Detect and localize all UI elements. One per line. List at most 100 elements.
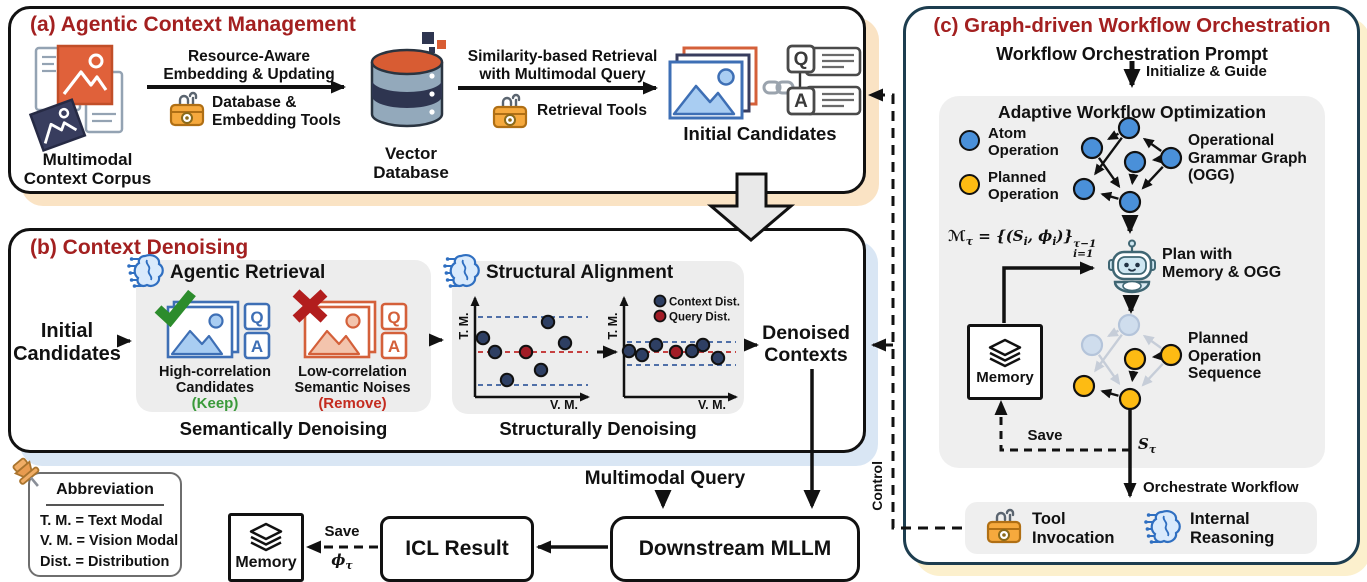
atom-label-line2: Operation (988, 141, 1059, 159)
corpus-label: Multimodal Context Corpus (5, 150, 170, 188)
multimodal-query-label: Multimodal Query (584, 468, 746, 489)
panel-a-title: (a) Agentic Context Management (30, 13, 356, 36)
orchestrate-workflow-label: Orchestrate Workflow (1143, 479, 1299, 496)
legend-query-dot (653, 309, 667, 323)
formula-sup: τ−1 (1073, 237, 1097, 250)
atom-operation-label: Atom Operation (988, 125, 1059, 160)
db-label-line1: Vector (385, 144, 437, 163)
abbreviation-items: T. M. = Text Modal V. M. = Vision Modal … (40, 511, 178, 572)
remove-tag: (Remove) (318, 395, 387, 412)
bottom-save-label: Save (324, 523, 360, 540)
internal-reasoning-label: Internal Reasoning (1190, 510, 1274, 547)
remove-label: Low-correlation Semantic Noises (280, 364, 425, 397)
bottom-memory-box: Memory (228, 513, 304, 582)
ogg-label-line2: Grammar Graph (1188, 149, 1307, 167)
formula-m: ℳ (948, 227, 966, 245)
b-output-line1: Denoised (762, 322, 850, 344)
ogg-label-line1: Operational (1188, 132, 1275, 149)
planned-operation-graph (1072, 313, 1183, 411)
initialize-guide-label: Initialize & Guide (1146, 63, 1267, 80)
agentic-retrieval-heading: Agentic Retrieval (170, 262, 326, 283)
formula-close: )} (1056, 227, 1074, 245)
b-input-line2: Candidates (13, 342, 121, 365)
b-input-label: Initial Candidates (8, 320, 126, 365)
b-output-line2: Contexts (764, 344, 848, 367)
seq-label-line2: Operation (1188, 347, 1262, 365)
agentic-retrieval-brain-icon (127, 254, 164, 288)
keep-photo-icon (166, 300, 240, 359)
s-tau-label: Sτ (1138, 436, 1156, 456)
phi-sub: τ (345, 559, 353, 572)
remove-qa-icon: Q A (380, 302, 408, 360)
embedding-arrow-label-line2: Embedding & Updating (163, 65, 335, 83)
embedding-arrow-label-line1: Resource-Aware (187, 48, 311, 65)
formula-m-sub: τ (965, 235, 974, 248)
pushpin-icon (12, 457, 40, 487)
retrieval-arrow-label-line1: Similarity-based Retrieval (467, 48, 658, 65)
internal-reasoning-brain-icon (1144, 510, 1181, 544)
keep-qa-icon: Q A (243, 302, 271, 360)
scatter2-xlabel: V. M. (698, 398, 726, 412)
structural-denoising-box (452, 261, 744, 414)
keep-tag: (Keep) (191, 395, 239, 412)
planned-operation-chip (959, 174, 980, 195)
structural-alignment-heading: Structural Alignment (486, 262, 674, 283)
remove-label-line1: Low-correlation (298, 364, 407, 380)
plan-label-line1: Plan with (1162, 246, 1233, 263)
ogg-label-line3: (OGG) (1188, 167, 1235, 184)
planned-operation-label: Planned Operation (988, 169, 1059, 204)
planned-label-line2: Operation (988, 185, 1059, 203)
tool-label-line1: Tool (1032, 510, 1066, 528)
reason-label-line1: Internal (1190, 510, 1250, 528)
keep-label-line2: Candidates (175, 380, 255, 397)
embedding-arrow-label: Resource-Aware Embedding & Updating (140, 48, 358, 83)
corpus-label-line1: Multimodal (42, 150, 133, 169)
downstream-mllm-box: Downstream MLLM (610, 516, 860, 582)
abbrev-item-dist: Dist. = Distribution (40, 553, 170, 570)
vector-database-label: Vector Database (355, 144, 467, 182)
b-output-label: Denoised Contexts (752, 322, 860, 366)
abbreviation-title: Abbreviation (56, 481, 154, 498)
reason-label-line2: Reasoning (1190, 528, 1275, 547)
bottom-memory-label: Memory (235, 554, 297, 572)
legend-context-dot (653, 294, 667, 308)
keep-a-letter: A (251, 337, 263, 356)
keep-label-line1: High-correlation (159, 364, 271, 380)
tool-invocation-icon (986, 508, 1022, 544)
downstream-mllm-label: Downstream MLLM (638, 537, 832, 561)
workflow-memory-box: Memory (967, 324, 1043, 400)
workflow-memory-label: Memory (976, 368, 1034, 386)
database-embedding-tools-icon (169, 91, 205, 127)
planner-robot-icon (1108, 239, 1156, 294)
panel-c-title: (c) Graph-driven Workflow Orchestration (933, 14, 1331, 37)
initial-candidates-label: Initial Candidates (683, 123, 837, 144)
abbrev-item-tm: T. M. = Text Modal (40, 513, 163, 529)
orchestration-prompt-label: Workflow Orchestration Prompt (996, 44, 1268, 64)
tool-label-line2: Invocation (1032, 528, 1115, 547)
keep-label: High-correlation Candidates (140, 364, 290, 397)
embedding-tools-label: Database & Embedding Tools (212, 94, 341, 129)
tool-invocation-label: Tool Invocation (1032, 510, 1115, 547)
formula-sub: i=1 (1073, 247, 1094, 260)
execution-box (965, 502, 1317, 554)
atom-label-line1: Atom (988, 125, 1027, 142)
b-input-line1: Initial (40, 320, 94, 342)
remove-label-line2: Semantic Noises (294, 380, 411, 397)
semantic-caption: Semantically Denoising (179, 418, 388, 439)
x-icon (292, 289, 328, 323)
scatter1-xlabel: V. M. (550, 398, 578, 412)
planned-label-line1: Planned (988, 169, 1047, 186)
plan-with-memory-label: Plan with Memory & OGG (1162, 246, 1281, 282)
corpus-label-line2: Context Corpus (23, 169, 152, 189)
icl-result-box: ICL Result (380, 516, 534, 582)
scatter2-ylabel: T. M. (606, 312, 620, 339)
memory-layers-icon (988, 338, 1022, 367)
vector-database-icon (370, 32, 446, 128)
formula-mid2: , ϕ (1027, 227, 1053, 245)
db-label-line2: Database (373, 163, 449, 183)
structural-caption: Structurally Denoising (499, 418, 697, 439)
s-var: S (1138, 435, 1149, 453)
scatter-after: V. M. T. M. Context Dist. Query Dist. (606, 294, 740, 412)
